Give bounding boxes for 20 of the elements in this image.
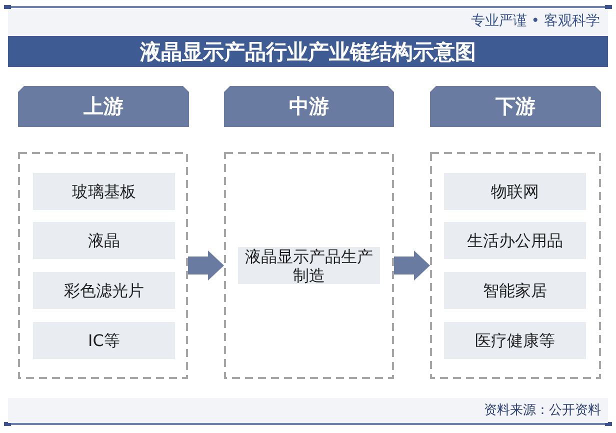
block-arrow (394, 250, 430, 280)
source-note: 资料来源：公开资料 (484, 402, 601, 420)
block-arrow (188, 250, 224, 280)
item-box: 液晶 (33, 222, 175, 259)
stage-header: 中游 (224, 86, 394, 127)
item-box: 彩色滤光片 (33, 272, 175, 309)
item-box: 液晶显示产品生产制造 (238, 247, 380, 284)
item-box: 玻璃基板 (33, 173, 175, 210)
dashed-frame (224, 152, 394, 379)
item-box: 生活办公用品 (444, 222, 586, 259)
dashed-frame (430, 152, 601, 379)
stage-header: 下游 (430, 86, 601, 127)
item-box: 智能家居 (444, 272, 586, 309)
dashed-frame (18, 152, 188, 379)
stage-header: 上游 (18, 86, 189, 127)
title-banner: 液晶显示产品行业产业链结构示意图 (8, 36, 608, 67)
slogan-text: 专业严谨 • 客观科学 (470, 12, 600, 30)
item-box: 物联网 (444, 173, 586, 210)
item-box: 医疗健康等 (444, 322, 586, 359)
item-box: IC等 (33, 322, 175, 359)
